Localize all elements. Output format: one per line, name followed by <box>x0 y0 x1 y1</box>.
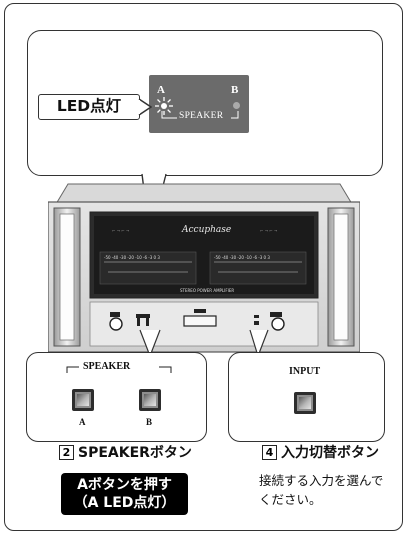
speaker-a-button[interactable] <box>72 389 94 411</box>
svg-text:⌐ ¬ ⌐ ¬: ⌐ ¬ ⌐ ¬ <box>260 228 277 233</box>
instruction-line-2: （A LED点灯） <box>73 495 176 511</box>
input-select-button[interactable] <box>294 392 316 414</box>
amplifier-front-panel: -50 -40 -30 -20 -10 -6 -3 0 3 -50 -40 -3… <box>48 183 360 353</box>
input-label: INPUT <box>289 366 321 377</box>
speaker-button-title: SPEAKERボタン <box>78 445 192 461</box>
outer-frame <box>4 3 403 531</box>
input-button-box: INPUT <box>228 352 385 442</box>
led-lit-label: LED点灯 <box>38 94 140 120</box>
model-text: STEREO POWER AMPLIFIER <box>180 288 234 293</box>
left-meter-scale: -50 -40 -30 -20 -10 -6 -3 0 3 <box>104 255 160 260</box>
input-button-title: 入力切替ボタン <box>281 445 379 461</box>
panel-letter-b: B <box>231 84 239 96</box>
speaker-buttons-box: SPEAKER A B <box>26 352 207 442</box>
panel-speaker-label: SPEAKER <box>179 111 224 121</box>
led-a-lit-icon <box>155 97 173 115</box>
speaker-instruction-label: Aボタンを押す （A LED点灯） <box>61 473 188 515</box>
description-line-1: 接続する入力を選んで <box>259 473 384 488</box>
speaker-group-label: SPEAKER <box>83 361 131 372</box>
panel-bracket <box>161 111 239 119</box>
step-number-4: 4 <box>262 444 277 460</box>
svg-text:⌐ ¬ ⌐ ¬: ⌐ ¬ ⌐ ¬ <box>112 228 129 233</box>
brand-logo: Accuphase <box>181 225 231 235</box>
speaker-title-row: 2 SPEAKERボタン <box>56 443 195 461</box>
description-line-2: ください。 <box>259 492 322 507</box>
speaker-b-button[interactable] <box>139 389 161 411</box>
input-title-row: 4 入力切替ボタン <box>259 443 382 461</box>
step-number-2: 2 <box>59 444 74 460</box>
instruction-line-1: Aボタンを押す <box>77 477 172 493</box>
button-b-label: B <box>146 417 153 427</box>
button-a-label: A <box>79 417 86 427</box>
panel-letter-a: A <box>157 84 165 96</box>
speaker-bracket <box>66 366 172 373</box>
led-b-off-icon <box>233 102 240 109</box>
speaker-led-panel: A B SPEAKER <box>149 75 249 133</box>
input-description: 接続する入力を選んで ください。 <box>259 471 383 509</box>
right-meter-scale: -50 -40 -30 -20 -10 -6 -3 0 3 <box>214 255 270 260</box>
led-label-arrow <box>138 98 152 116</box>
